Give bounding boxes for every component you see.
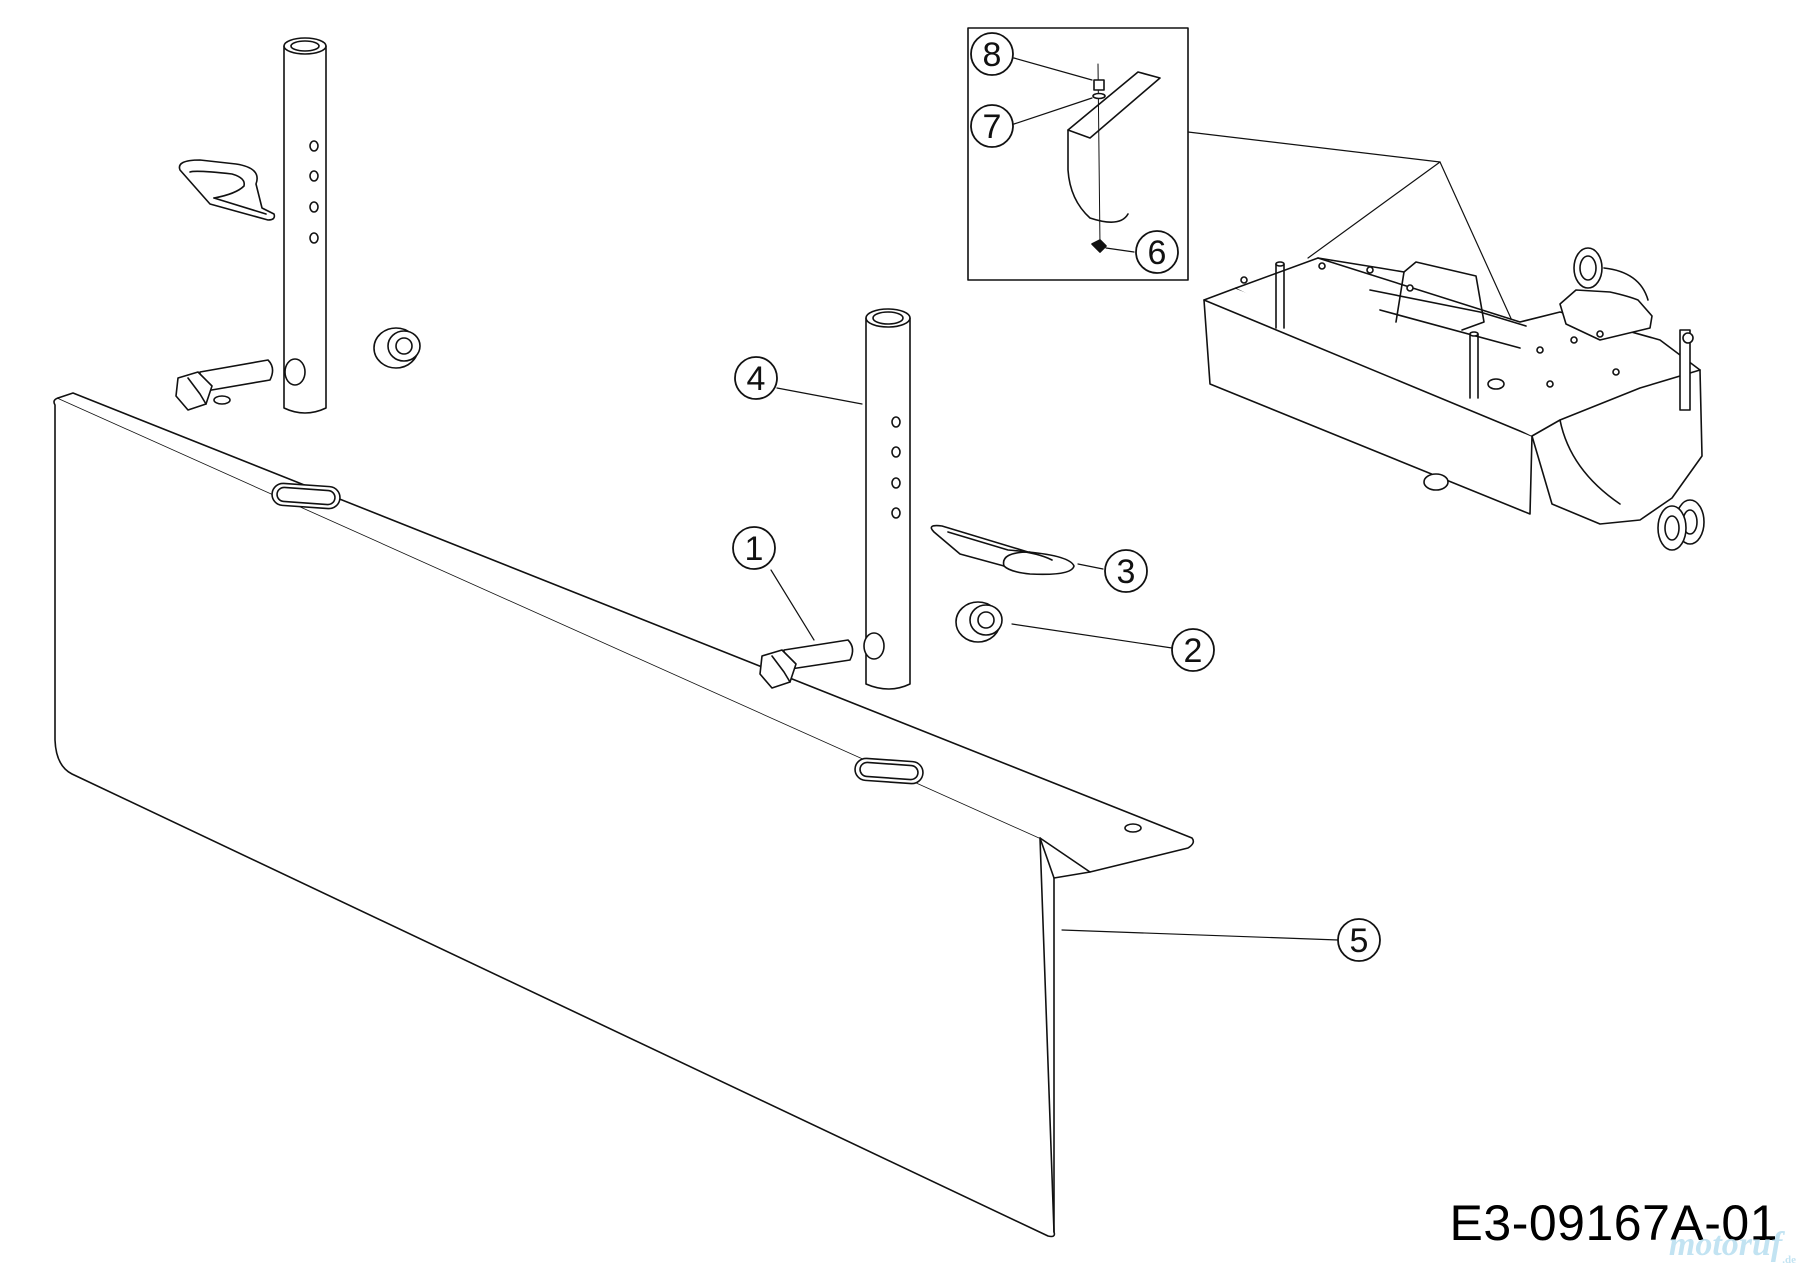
callout-5-label: 5	[1350, 922, 1369, 960]
left-post	[283, 37, 327, 414]
callout-4-label: 4	[747, 360, 766, 398]
hairpin-clip	[930, 524, 1075, 576]
callout-1-circle	[732, 526, 776, 570]
leader-lines	[770, 57, 1339, 941]
callout-7-label: 7	[983, 108, 1002, 146]
right-post	[863, 308, 911, 690]
drawing-code: E3-09167A-01	[1449, 1195, 1778, 1251]
callout-6-label: 6	[1148, 234, 1167, 272]
callout-2-circle	[1171, 628, 1215, 672]
callout-2-label: 2	[1184, 632, 1203, 670]
callout-3-label: 3	[1117, 553, 1136, 591]
bolt	[759, 639, 854, 689]
callout-3-circle	[1104, 549, 1148, 593]
watermark-logo: motoruf.de	[1669, 1226, 1796, 1266]
callout-8-circle	[970, 32, 1014, 76]
watermark-text: motoruf	[1668, 1226, 1783, 1264]
deflector-plate	[53, 392, 1195, 1238]
callout-5-circle	[1337, 918, 1381, 962]
left-bolt	[175, 359, 274, 411]
left-hairpin-clip	[178, 159, 276, 221]
callout-7-circle	[970, 104, 1014, 148]
callout-bubbles	[732, 32, 1381, 962]
callout-4-circle	[734, 356, 778, 400]
watermark-suffix: .de	[1782, 1254, 1796, 1266]
left-flange-nut	[373, 327, 421, 369]
flange-nut	[955, 601, 1003, 643]
assembly-overview	[1203, 247, 1705, 551]
callout-8-label: 8	[983, 36, 1002, 74]
callout-6-circle	[1135, 230, 1179, 274]
callout-1-label: 1	[745, 530, 764, 568]
